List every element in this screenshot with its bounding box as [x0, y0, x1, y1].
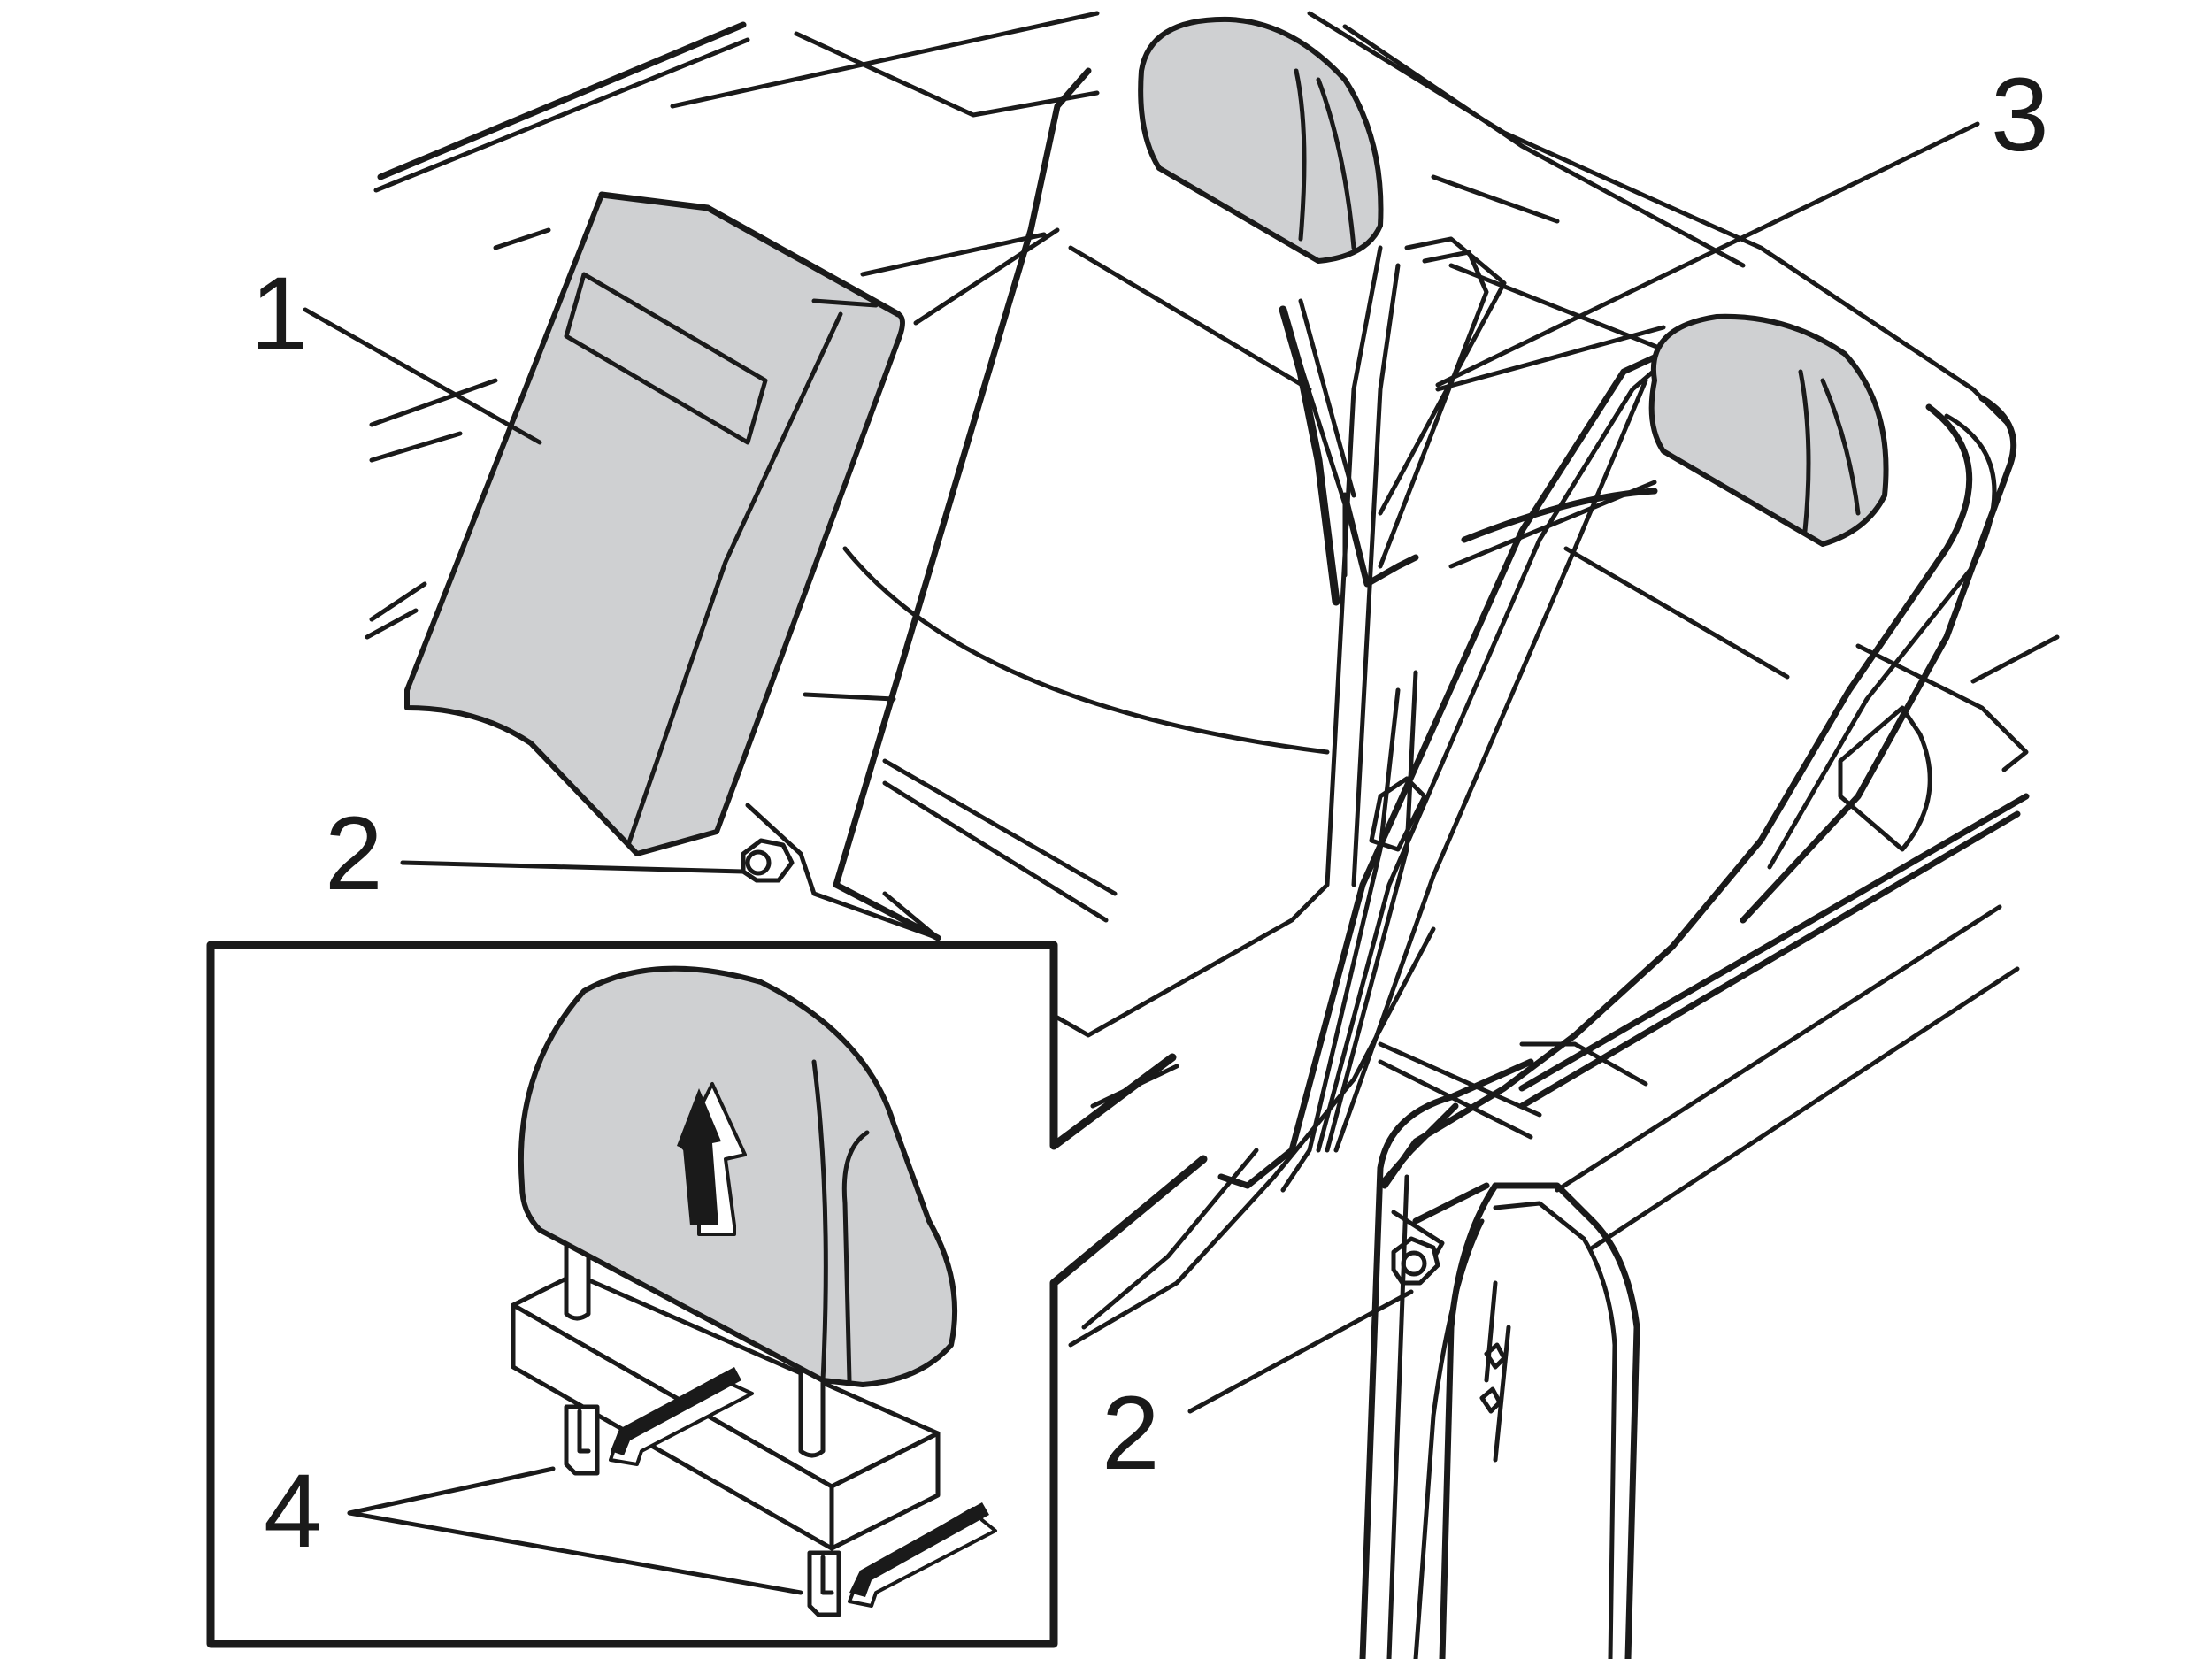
- callout-4: 4: [264, 1453, 322, 1570]
- inset-detail: [206, 941, 1208, 1648]
- callout-2-upper: 2: [325, 795, 383, 912]
- right-headrest: [1648, 313, 1889, 547]
- left-headrest: [1138, 16, 1384, 264]
- callout-2-lower: 2: [1102, 1375, 1160, 1492]
- part-2-nut-upper: [741, 803, 941, 941]
- door-pillar: [1359, 1058, 1640, 1659]
- car-interior-lines: [365, 11, 2060, 1348]
- right-seat-backrest: [1217, 263, 2029, 1189]
- leader-2-upper: [400, 860, 746, 874]
- leader-1: [303, 307, 542, 445]
- callout-1: 1: [250, 256, 309, 373]
- leader-4-a: [347, 1466, 556, 1516]
- leader-lines: [303, 121, 1980, 1595]
- leader-2-lower: [1187, 1289, 1414, 1414]
- leader-4-b: [347, 1510, 803, 1595]
- leader-3: [1435, 121, 1980, 388]
- seat-belt-strap: [1280, 236, 1658, 1193]
- part-1-cover-panel: [404, 191, 905, 856]
- callout-3: 3: [1991, 57, 2049, 173]
- left-seat-backrest: [833, 67, 1401, 1038]
